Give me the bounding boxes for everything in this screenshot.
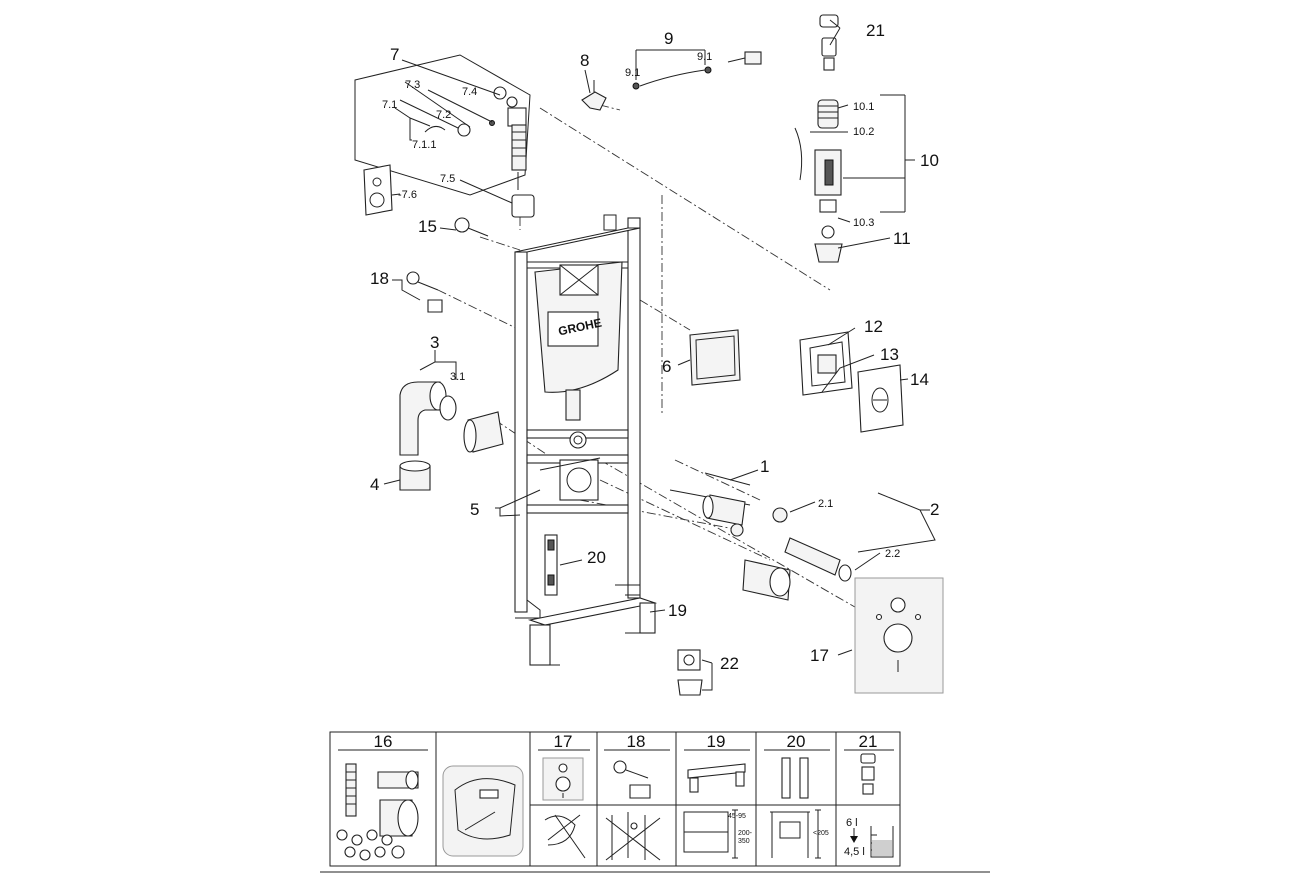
label-18: 18 [370,269,389,288]
label-19: 19 [668,601,687,620]
part-22-clips [677,649,703,696]
label-1: 1 [760,457,769,476]
part-19-stand [527,597,658,666]
label-14: 14 [910,370,929,389]
label-5: 5 [470,500,479,519]
label-9-1-left: 9.1 [625,67,640,79]
dim-19-top: 45-95 [728,813,746,820]
table-header-19: 19 [707,732,726,751]
label-3-1: 3.1 [450,371,465,383]
part-7-fill-valve-group [354,54,535,218]
installation-frame [514,214,641,619]
label-7-5: 7.5 [440,173,455,185]
label-10-3: 10.3 [853,217,874,229]
label-4: 4 [370,475,379,494]
cell-wc-photo [442,765,524,857]
label-7-1: 7.1 [382,99,397,111]
label-7-3: 7.3 [405,79,420,91]
part-15-anchor [454,217,489,237]
part-17-insulation-mat [854,577,944,694]
leader-lines [383,19,936,691]
label-12: 12 [864,317,883,336]
label-9-1-right: 9.1 [697,51,712,63]
label-22: 22 [720,654,739,673]
part-4-sleeve [399,460,431,491]
volume-full: 6 l [846,817,858,829]
label-17: 17 [810,646,829,665]
label-7-1-1: 7.1.1 [412,139,436,151]
label-10-1: 10.1 [853,101,874,113]
part-1-bolts-connector [669,472,788,537]
table-header-16: 16 [374,732,393,751]
cell-16-connection-set [336,763,419,861]
table-header-20: 20 [787,732,806,751]
label-7-2: 7.2 [436,109,451,121]
dim-19-range-b: 350 [738,838,750,845]
label-7-4: 7.4 [462,86,477,98]
cell-21-volume-adapter: 6 l 4,5 l [844,753,894,858]
part-5-cover [539,457,601,471]
dim-20: <205 [813,830,829,837]
table-header-18: 18 [627,732,646,751]
label-8: 8 [580,51,589,70]
label-3: 3 [430,333,439,352]
label-2-2: 2.2 [885,548,900,560]
label-7: 7 [390,45,399,64]
part-9-hose [632,51,762,90]
part-8-bracket [581,80,607,111]
guide-lines [437,104,861,611]
label-10: 10 [920,151,939,170]
part-6-cover [689,329,741,386]
part-10-flush-valve [794,99,843,263]
label-9: 9 [664,29,673,48]
part-2-drain-pipe [742,537,852,601]
label-10-2: 10.2 [853,126,874,138]
label-6: 6 [662,357,671,376]
label-11: 11 [893,229,911,248]
dim-19-range-a: 200- [738,830,753,837]
part-14-flush-plate [857,364,904,433]
part-7-6-seal-bag [363,164,393,216]
cell-20-feet: <205 [770,757,829,859]
cell-18-wall-brackets [605,760,661,861]
cell-19-floor-stand: 45-95 200- 350 [683,763,753,859]
label-7-6: -7.6 [398,189,417,201]
part-12-13-frame-plate [799,331,853,396]
cell-17-insulation-mat [542,757,586,859]
label-15: 15 [418,217,437,236]
cistern-tank [534,261,623,501]
volume-small: 4,5 l [844,846,865,858]
part-18-bracket [406,271,443,313]
part-labels: 7 7.3 7.4 7.1 7.2 7.1.1 7.5 -7.6 8 9 9.1… [370,21,939,673]
part-3-elbow-pipe [399,381,504,456]
part-20-feet [544,534,558,596]
label-21: 21 [866,21,885,40]
accessory-table: 16 17 18 19 20 21 [329,731,901,867]
label-2: 2 [930,500,939,519]
part-21-adapter [819,14,839,71]
label-2-1: 2.1 [818,498,833,510]
label-20: 20 [587,548,606,567]
table-header-17: 17 [554,732,573,751]
label-13: 13 [880,345,899,364]
table-header-21: 21 [859,732,878,751]
